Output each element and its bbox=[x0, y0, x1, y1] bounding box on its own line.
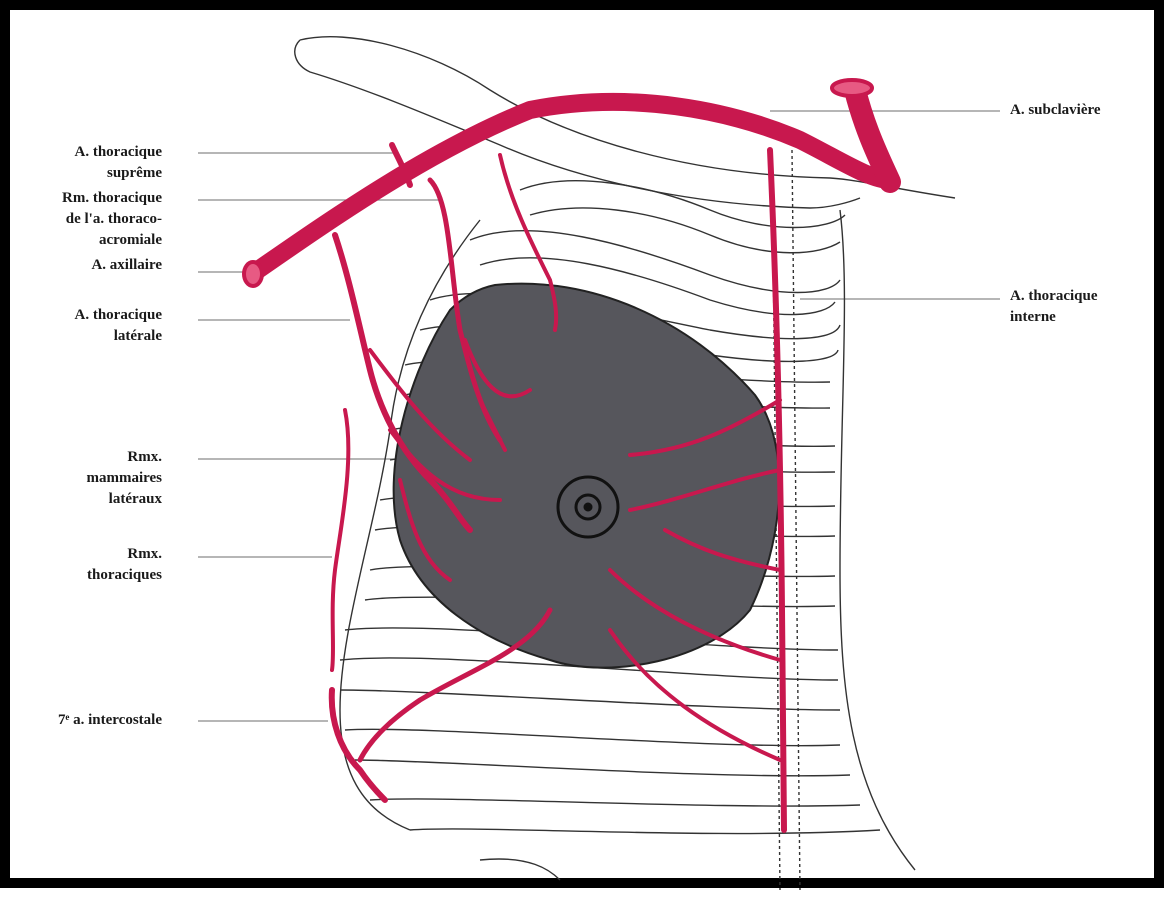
subclavian-artery bbox=[255, 102, 890, 272]
rib-1 bbox=[520, 181, 845, 228]
rib-9 bbox=[340, 690, 840, 746]
axillary-lumen bbox=[244, 262, 262, 286]
label-internal-line2: interne bbox=[1010, 307, 1098, 328]
label-acromial-line3: acromiale bbox=[62, 230, 162, 251]
label-seventh-intercostal-artery: 7ᵉ a. intercostale bbox=[58, 710, 162, 731]
lateral-branch-d bbox=[332, 410, 348, 670]
label-lateral-mammary-branches: Rmx. mammaires latéraux bbox=[86, 447, 162, 510]
label-supreme-line1: A. thoracique bbox=[75, 142, 163, 163]
label-thoracic-line2: thoraciques bbox=[87, 565, 162, 586]
label-mammary-line2: mammaires bbox=[86, 468, 162, 489]
rib-11 bbox=[410, 829, 880, 880]
label-subclavian-artery: A. subclavière bbox=[1010, 100, 1101, 121]
label-lateral-line1: A. thoracique bbox=[75, 305, 163, 326]
nipple-center bbox=[585, 504, 591, 510]
label-supreme-thoracic-artery: A. thoracique suprême bbox=[75, 142, 163, 184]
rib-margin-right bbox=[840, 210, 915, 870]
breast-arterial-anatomy-diagram bbox=[10, 10, 1164, 898]
label-mammary-line1: Rmx. bbox=[86, 447, 162, 468]
label-internal-line1: A. thoracique bbox=[1010, 286, 1098, 307]
sternum-right bbox=[792, 150, 800, 890]
label-axillary-text: A. axillaire bbox=[91, 255, 162, 276]
label-acromial-line2: de l'a. thoraco- bbox=[62, 209, 162, 230]
label-axillary-artery: A. axillaire bbox=[91, 255, 162, 276]
label-lateral-thoracic-artery: A. thoracique latérale bbox=[75, 305, 163, 347]
subclavian-lumen bbox=[832, 80, 872, 96]
label-supreme-line2: suprême bbox=[75, 163, 163, 184]
label-internal-thoracic-artery: A. thoracique interne bbox=[1010, 286, 1098, 328]
label-acromial-branch: Rm. thoracique de l'a. thoraco- acromial… bbox=[62, 188, 162, 251]
label-subclavian-text: A. subclavière bbox=[1010, 100, 1101, 121]
label-mammary-line3: latéraux bbox=[86, 489, 162, 510]
label-intercostal-text: 7ᵉ a. intercostale bbox=[58, 710, 162, 731]
label-thoracic-branches: Rmx. thoraciques bbox=[87, 544, 162, 586]
label-thoracic-line1: Rmx. bbox=[87, 544, 162, 565]
label-acromial-line1: Rm. thoracique bbox=[62, 188, 162, 209]
label-lateral-line2: latérale bbox=[75, 326, 163, 347]
